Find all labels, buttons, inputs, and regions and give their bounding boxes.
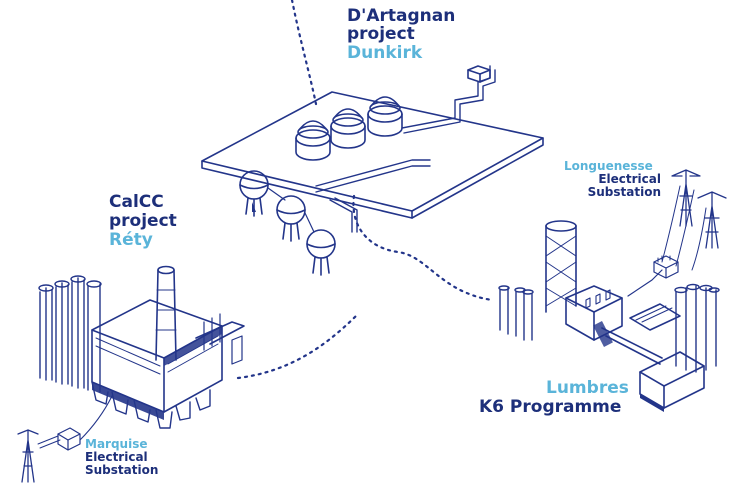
- longuenesse-substation-name: Longuenesse: [564, 159, 653, 173]
- pipeline-route-to-lumbres: [352, 194, 494, 302]
- longuenesse-substation-line3: Substation: [587, 185, 661, 199]
- dartagnan-project-title-line1: D'Artagnan: [347, 6, 456, 26]
- dartagnan-location: Dunkirk: [347, 43, 423, 63]
- calcc-location: Réty: [109, 230, 153, 250]
- calcc-project-title-line2: project: [109, 211, 177, 231]
- lumbres-location: Lumbres: [546, 378, 629, 398]
- pipeline-route-dunkirk: [290, 0, 318, 106]
- marquise-substation-line3: Substation: [85, 463, 159, 477]
- marquise-pylon-illustration: [17, 395, 113, 483]
- dartagnan-project-title-line2: project: [347, 24, 415, 44]
- pipeline-route-to-rety: [236, 312, 360, 380]
- marquise-substation-line2: Electrical: [85, 450, 148, 464]
- calcc-project-title-line1: CalCC: [109, 192, 164, 212]
- longuenesse-pylons-illustration: [653, 169, 727, 279]
- dartagnan-terminal-illustration: [201, 65, 544, 276]
- lumbres-programme: K6 Programme: [479, 397, 622, 417]
- longuenesse-substation-line2: Electrical: [598, 172, 661, 186]
- marquise-substation-name: Marquise: [85, 437, 148, 451]
